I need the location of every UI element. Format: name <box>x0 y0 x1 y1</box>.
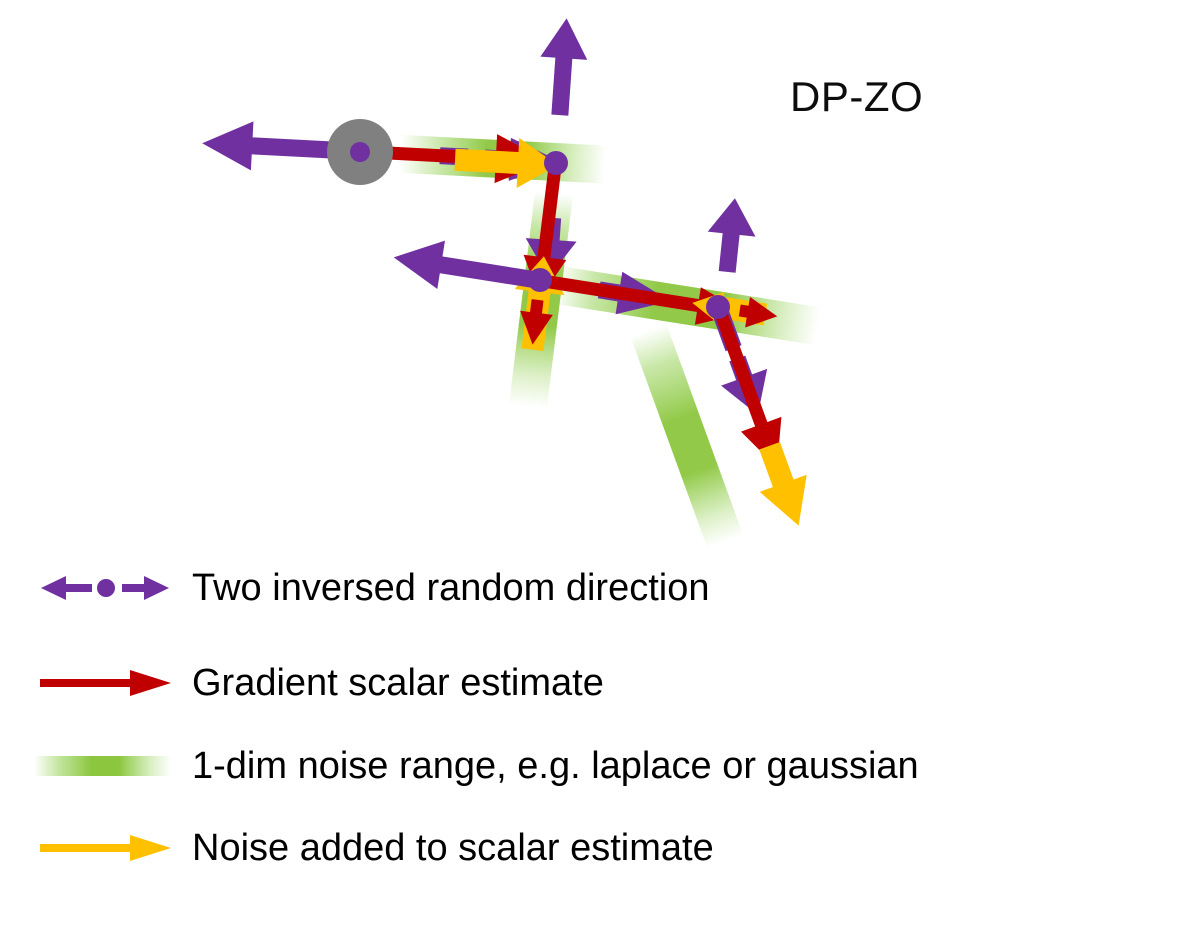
noise-arrow-step-4 <box>759 441 807 526</box>
legend-item-noise-added: Noise added to scalar estimate <box>0 825 1179 871</box>
node-dot-1 <box>350 142 370 162</box>
legend-label: Two inversed random direction <box>192 567 710 609</box>
noise-band-step-4 <box>630 323 744 549</box>
node-dot-3 <box>528 268 552 292</box>
arrow-right-icon <box>26 660 176 706</box>
noise-arrow-step-1 <box>454 138 558 188</box>
legend-label: Noise added to scalar estimate <box>192 827 714 869</box>
node-dot-2 <box>544 151 568 175</box>
gradient-tick-step-2 <box>520 299 553 345</box>
dp-zo-diagram <box>202 18 821 549</box>
arrow-right-icon <box>26 825 176 871</box>
step-2-group <box>514 18 588 351</box>
legend-label: 1-dim noise range, e.g. laplace or gauss… <box>192 745 919 787</box>
double-arrow-with-dot-icon <box>26 565 176 611</box>
legend-item-two-inversed-random-direction: Two inversed random direction <box>0 565 1179 611</box>
legend-label: Gradient scalar estimate <box>192 662 604 704</box>
noise-band-group <box>399 134 821 549</box>
figure-title: DP-ZO <box>790 73 924 120</box>
step-1-group <box>202 121 562 188</box>
gradient-band-icon <box>26 743 176 789</box>
legend-item-gradient-scalar-estimate: Gradient scalar estimate <box>0 660 1179 706</box>
gradient-tick-step-3 <box>738 296 778 328</box>
random-direction-marker-up <box>707 198 756 273</box>
legend: Two inversed random direction Gradient s… <box>0 555 1179 935</box>
node-dot-4 <box>706 295 730 319</box>
legend-item-noise-range: 1-dim noise range, e.g. laplace or gauss… <box>0 743 1179 789</box>
